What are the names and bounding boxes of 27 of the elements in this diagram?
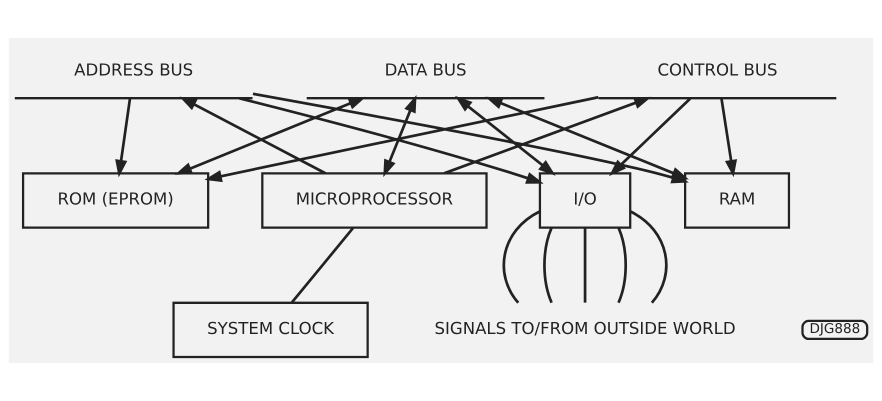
arrow bbox=[720, 98, 738, 178]
arrow bbox=[204, 96, 599, 182]
connector bbox=[617, 228, 628, 304]
connector bbox=[584, 228, 586, 303]
node-box: MICROPROCESSOR bbox=[261, 172, 488, 229]
label: DJG888 bbox=[809, 321, 860, 338]
connector bbox=[630, 210, 668, 304]
arrow bbox=[383, 94, 417, 178]
node-text: ADDRESS BUS bbox=[74, 60, 194, 80]
node-box: I/O bbox=[538, 172, 632, 229]
arrow bbox=[239, 96, 544, 184]
node-text: CONTROL BUS bbox=[657, 60, 778, 80]
connector bbox=[543, 228, 553, 304]
node-box: RAM bbox=[684, 172, 790, 229]
connector bbox=[502, 210, 540, 304]
arrow bbox=[174, 96, 366, 175]
arrow bbox=[115, 98, 132, 178]
arrow bbox=[485, 96, 689, 180]
arrow bbox=[179, 96, 326, 175]
connector bbox=[290, 227, 354, 304]
arrow bbox=[455, 96, 556, 176]
node-box: SYSTEM CLOCK bbox=[172, 302, 369, 358]
arrow bbox=[609, 98, 691, 176]
node-text: DATA BUS bbox=[384, 60, 467, 80]
node-text: SIGNALS TO/FROM OUTSIDE WORLD bbox=[434, 319, 736, 338]
node-box: ROM (EPROM) bbox=[22, 172, 210, 229]
arrow bbox=[444, 96, 652, 175]
